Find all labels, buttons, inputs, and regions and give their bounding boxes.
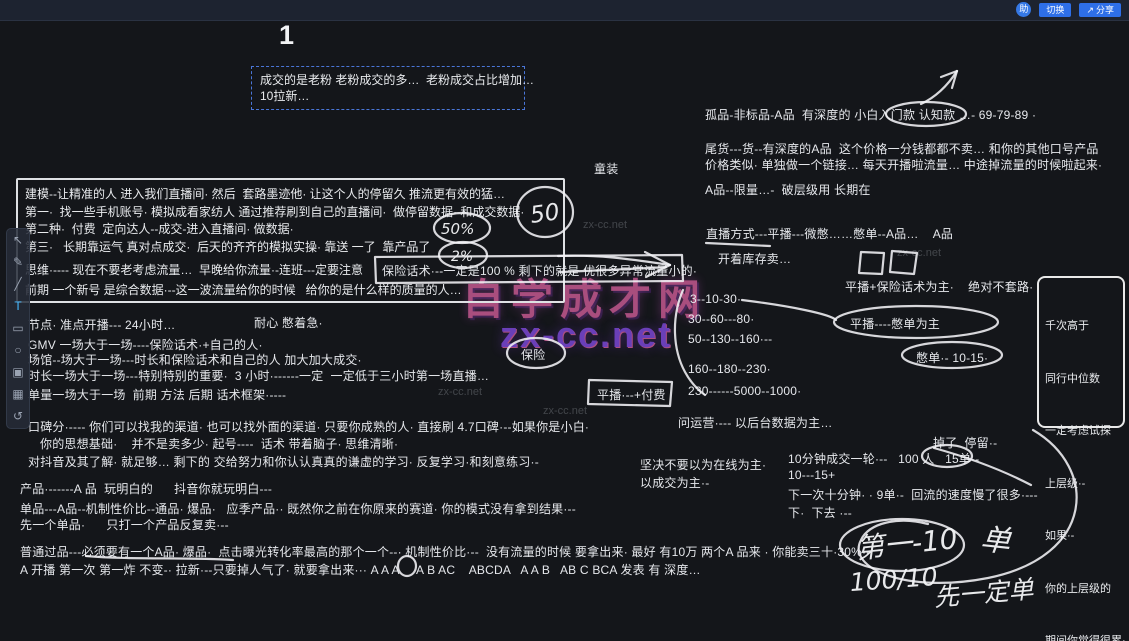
handwritten-order-1b: 单 (979, 522, 1013, 560)
topbar: 助 切换 ↗分享 (0, 0, 1129, 21)
funnel-number: 160--180--230· (688, 362, 771, 376)
note-line: A品--限量…- 破层级用 长期在 (705, 183, 871, 197)
underline-annotation (704, 241, 772, 248)
eraser-tool-icon[interactable]: ▭ (12, 321, 24, 335)
drop-note: 掉了 停留·- (933, 436, 998, 450)
note-line: 孤品-非标品-A品 有深度的 小白入门款 认知款 …- 69-79-89 · (705, 108, 1037, 122)
note-line: 以成交为主·- (640, 476, 710, 490)
box-annotation (857, 250, 886, 276)
note-line: 单品---A品--机制性价比--通品· 爆品· 应季产品·· 既然你之前在你原来… (20, 502, 576, 516)
category-label: 童装 (594, 162, 619, 176)
note-line: 千次高于 (1045, 320, 1089, 332)
level-up-box: 千次高于 同行中位数 一定考虑试探 上层级·- 如果·- 你的上层级的 期间你觉… (1037, 276, 1126, 641)
note-line: 普通过品---必须要有一个A品· 爆品· 点击曝光转化率最高的那个一个--· 机… (20, 545, 871, 559)
funnel-number: 230------5000--1000· (688, 384, 802, 398)
note-line: 第二种· 付费 定向达人--成交-进入直播间· 做数据· (25, 222, 294, 236)
note-line: 一定考虑试探 (1045, 425, 1111, 437)
note-line: 单量一场大于一场 前期 方法 后期 话术框架·---- (28, 388, 287, 402)
tool-palette: ↖ ✎ ╱ T ▭ ○ ▣ ▦ ↺ (6, 228, 30, 429)
model-notes-box: 建模--让精准的人 进入我们直播间· 然后 套路墨迹他· 让这个人的停留久 推流… (16, 178, 565, 303)
note-line: 时长一场大于一场---特别特别的重要· 3 小时·------一定 一定低于三小… (28, 369, 490, 383)
handwritten-order-3: 先一定单 (933, 574, 1036, 612)
note-line: 场馆--场大于一场---时长和保险话术和自己的人 加大加大成交· (28, 353, 362, 367)
note-line: 下一次十分钟· · 9单·- 回流的速度慢了很多·--- (788, 488, 1038, 502)
funnel-number: 3--10-30· (690, 292, 742, 306)
insurance-word: 保险 (521, 348, 546, 362)
insurance-note: 保险话术·--一定是100 % 剩下的就是 优很多异常流量小的· (382, 264, 698, 278)
note-line: 10分钟成交一轮·-- 100 人 15单·- (788, 452, 980, 466)
arrow-annotation (950, 69, 959, 90)
patience-note: 耐心 憋着急· (254, 316, 323, 330)
text-tool-icon[interactable]: T (14, 299, 22, 313)
undo-tool-icon[interactable]: ↺ (12, 409, 24, 423)
note-line: 开着库存卖… (718, 252, 792, 266)
note-line: GMV 一场大于一场----保险话术·+自己的人· (28, 338, 263, 352)
marker-tool-icon[interactable]: ╱ (14, 277, 22, 291)
note-line: 憋单·- 10-15· (916, 351, 989, 365)
switch-button[interactable]: 切换 (1039, 2, 1072, 17)
note-line: 节点· 准点开播--- 24小时… (28, 318, 176, 332)
note-line: 你的上层级的 (1045, 582, 1111, 595)
note-line: 第一· 找一些手机账号· 模拟成看家纺人 通过推荐刷到自己的直播间· 做停留数据… (25, 205, 525, 219)
watermark-small: zx-cc.net (583, 219, 628, 231)
note-line: 直播方式---平播---微憋……憋单--A品… A品 (706, 227, 954, 241)
note-line: 尾货---货--有深度的A品 这个价格一分钱都都不卖… 和你的其他口号产品 (705, 142, 1099, 156)
stroke-annotation (740, 298, 838, 322)
note-line: 同行中位数 (1045, 372, 1100, 385)
note-line: 成交的是老粉 老粉成交的多… 老粉成交占比增加… (260, 73, 535, 87)
watermark-small: zx-cc.net (897, 247, 942, 259)
note-line: 10---15+ (788, 468, 836, 482)
user-avatar[interactable]: 助 (1016, 2, 1032, 17)
note-line: 上层级·- (1045, 477, 1086, 490)
ops-note: 问运营·--- 以后台数据为主… (678, 416, 833, 430)
arrow-annotation (919, 69, 959, 106)
note-line: 建模--让精准的人 进入我们直播间· 然后 套路墨迹他· 让这个人的停留久 推流… (25, 187, 505, 201)
shape-tool-icon[interactable]: ○ (14, 343, 22, 357)
note-line: 平播+保险话术为主· 绝对不套路· (845, 280, 1034, 294)
share-button-label: 分享 (1095, 4, 1114, 15)
note-line: 坚决不要以为在线为主· (640, 458, 767, 472)
note-line: 价格类似· 单独做一个链接… 每天开播啦流量… 中途掉流量的时候啦起来· (705, 158, 1103, 172)
note-line: 第三· 长期靠运气 真对点成交· 后天的齐齐的模拟实操· 靠送 一了 靠产品了 (25, 240, 431, 254)
share-icon: ↗ (1086, 4, 1094, 15)
watermark-small: zx-cc.net (438, 386, 483, 398)
handwritten-order-2: 100/10 (849, 562, 939, 597)
note-line: 对抖音及其了解· 就足够… 剩下的 交给努力和你认认真真的谦虚的学习· 反复学习… (28, 455, 539, 469)
old-fans-note-box: 成交的是老粉 老粉成交的多… 老粉成交占比增加… 10拉新… (251, 66, 535, 110)
select-tool-icon[interactable]: ↖ (12, 233, 24, 247)
note-line: 平播----憋单为主 (850, 317, 940, 331)
note-line: 产品·------A 品 玩明白的 抖音你就玩明白--- (20, 482, 273, 496)
paid-note: 平播·--+付费 (597, 388, 666, 402)
note-line: A 开播 第一次 第一炸 不变-· 拉新·--只要掉人气了· 就要拿出来··· … (20, 563, 701, 577)
image-tool-icon[interactable]: ▦ (12, 387, 24, 401)
pen-tool-icon[interactable]: ✎ (12, 255, 24, 269)
note-line: 先一个单品· 只打一个产品反复卖·-- (20, 518, 229, 532)
note-line: 口碑分·---- 你们可以找我的渠道· 也可以找外面的渠道· 只要你成熟的人· … (28, 420, 590, 434)
sticky-note-tool-icon[interactable]: ▣ (12, 365, 24, 379)
note-line: 前期 一个新号 是综合数据·--这一波流量给你的时候 给你的是什么样的质量的人… (25, 283, 462, 297)
watermark-small: zx-cc.net (543, 405, 588, 417)
note-line: 10拉新… (260, 89, 310, 103)
page-mark: 1 (279, 20, 295, 50)
funnel-number: 50--130--160·-- (688, 332, 773, 346)
note-line: 如果·- (1045, 530, 1075, 542)
share-button[interactable]: ↗分享 (1079, 2, 1121, 17)
note-line: 你的思想基础· 并不是卖多少· 起号---- 话术 带着脑子· 思维清晰· (40, 437, 399, 451)
arrow-annotation (939, 69, 959, 79)
funnel-number: 30--60---80· (688, 312, 755, 326)
note-line: 下· 下去 ·-- (788, 506, 852, 520)
note-line: 期间你觉得很累· (1045, 635, 1126, 641)
note-line: 思维·---- 现在不要老考虑流量… 早晚给你流量·-连班---定要注意 (25, 263, 363, 277)
